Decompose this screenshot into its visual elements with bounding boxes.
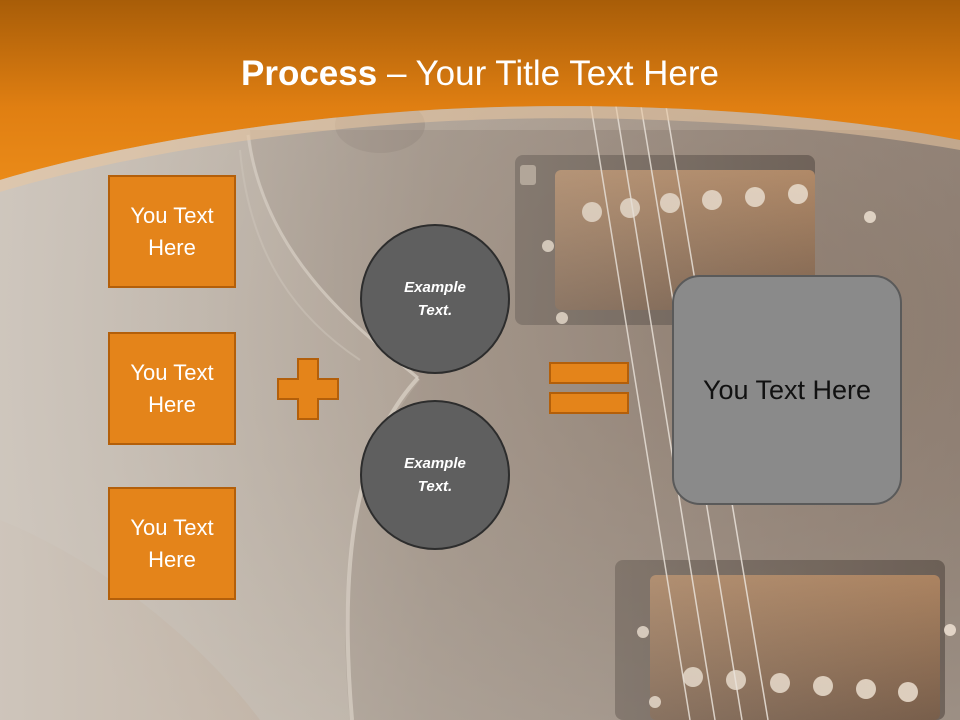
example-circle-1: Example Text. <box>360 224 510 374</box>
circle-label: Example Text. <box>404 455 466 495</box>
input-box-1: You Text Here <box>108 175 236 288</box>
input-box-label: You Text Here <box>130 202 214 260</box>
input-box-3: You Text Here <box>108 487 236 600</box>
plus-icon <box>277 358 339 420</box>
equals-icon <box>549 362 629 414</box>
circle-label: Example Text. <box>404 279 466 319</box>
example-circle-2: Example Text. <box>360 400 510 550</box>
result-label: You Text Here <box>702 374 872 405</box>
title-rest: – Your Title Text Here <box>377 54 719 93</box>
result-box: You Text Here <box>672 275 902 505</box>
title-strong: Process <box>241 54 378 93</box>
input-box-label: You Text Here <box>130 514 214 572</box>
input-box-2: You Text Here <box>108 332 236 445</box>
slide-title: Process – Your Title Text Here <box>0 52 960 96</box>
input-box-label: You Text Here <box>130 359 214 417</box>
